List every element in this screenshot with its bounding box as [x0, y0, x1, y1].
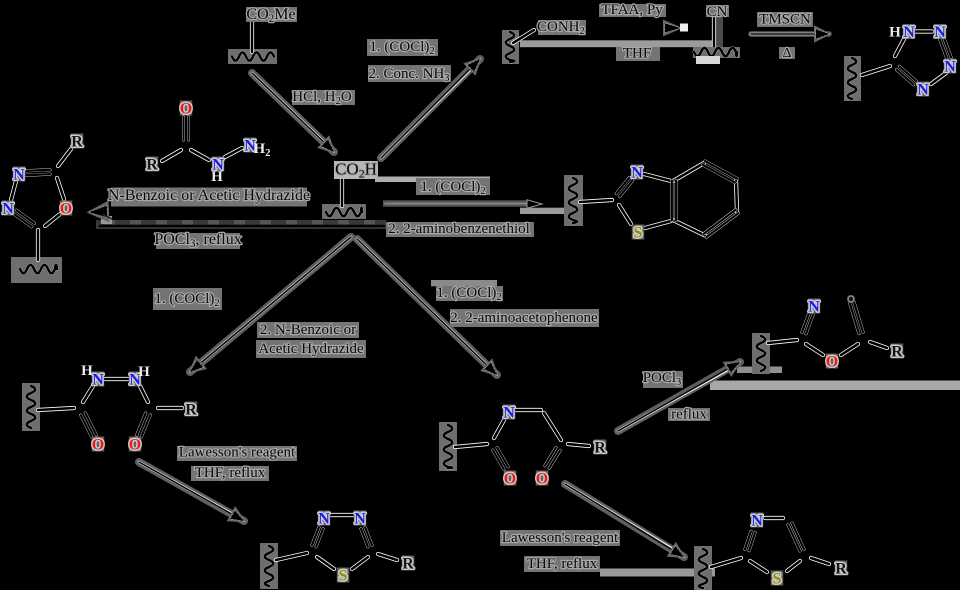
- svg-text:R: R: [891, 344, 903, 361]
- svg-text:O: O: [826, 354, 838, 371]
- svg-text:N: N: [212, 157, 224, 174]
- svg-text:2. 2-aminoacetophenone: 2. 2-aminoacetophenone: [450, 310, 598, 326]
- svg-text:H: H: [81, 363, 93, 379]
- svg-text:2. Conc. NH3: 2. Conc. NH3: [368, 66, 449, 84]
- svg-text:R: R: [835, 561, 847, 578]
- svg-text:S: S: [339, 568, 348, 585]
- svg-text:N: N: [318, 511, 330, 528]
- svg-text:O: O: [536, 471, 548, 488]
- svg-text:HCl, H2O: HCl, H2O: [292, 89, 352, 107]
- svg-text:O: O: [92, 437, 104, 454]
- svg-text:POCl3, reflux: POCl3, reflux: [154, 231, 241, 250]
- svg-text:N: N: [751, 513, 763, 530]
- svg-text:N: N: [934, 24, 946, 41]
- svg-text:1. (COCl)2: 1. (COCl)2: [436, 285, 501, 303]
- svg-text:N: N: [244, 138, 256, 155]
- svg-text:CONH2: CONH2: [537, 19, 585, 37]
- svg-text:Lawesson's reagent: Lawesson's reagent: [502, 530, 619, 546]
- svg-text:TFAA, Py: TFAA, Py: [601, 2, 663, 18]
- svg-text:2. 2-aminobenzenethiol: 2. 2-aminobenzenethiol: [388, 221, 530, 237]
- svg-text:N: N: [917, 82, 929, 99]
- svg-text:Acetic Hydrazide: Acetic Hydrazide: [258, 341, 364, 357]
- svg-text:N: N: [354, 511, 366, 528]
- svg-text:1. (COCl)2: 1. (COCl)2: [420, 179, 485, 197]
- svg-text:S: S: [634, 225, 643, 242]
- svg-text:1. (COCl)2: 1. (COCl)2: [369, 39, 434, 57]
- svg-text:R: R: [71, 134, 83, 151]
- svg-text:N: N: [92, 372, 104, 389]
- svg-text:CO2H: CO2H: [335, 160, 377, 181]
- svg-text:N: N: [129, 372, 141, 389]
- svg-text:R: R: [146, 157, 158, 174]
- svg-text:Δ: Δ: [782, 46, 791, 61]
- svg-text:CN: CN: [707, 4, 728, 20]
- svg-text:O: O: [129, 437, 141, 454]
- svg-text:N: N: [503, 405, 515, 422]
- svg-text:N: N: [944, 59, 956, 76]
- svg-text:CO2Me: CO2Me: [246, 6, 295, 25]
- svg-text:N: N: [13, 167, 25, 184]
- svg-text:S: S: [773, 571, 782, 588]
- svg-text:Lawesson's reagent: Lawesson's reagent: [179, 445, 296, 461]
- svg-text:O: O: [180, 101, 192, 118]
- svg-text:2. N-Benzoic or: 2. N-Benzoic or: [260, 322, 356, 338]
- svg-text:THF, reflux: THF, reflux: [195, 465, 266, 481]
- svg-text:H: H: [138, 364, 150, 380]
- svg-text:R: R: [185, 402, 197, 419]
- svg-text:H: H: [889, 25, 901, 41]
- svg-text:THF, reflux: THF, reflux: [527, 556, 598, 572]
- svg-text:N: N: [808, 299, 820, 316]
- svg-text:H: H: [211, 169, 223, 185]
- svg-text:1. (COCl)2: 1. (COCl)2: [154, 291, 219, 309]
- svg-text:POCl3: POCl3: [643, 370, 682, 388]
- svg-text:N: N: [2, 201, 14, 218]
- svg-text:O: O: [60, 201, 72, 218]
- svg-text:R: R: [594, 440, 606, 457]
- svg-text:R: R: [402, 556, 414, 573]
- svg-text:N: N: [903, 24, 915, 41]
- svg-text:TMSCN: TMSCN: [759, 12, 811, 28]
- svg-text:reflux: reflux: [671, 407, 707, 423]
- svg-text:O: O: [504, 471, 516, 488]
- svg-text:N: N: [631, 165, 643, 182]
- svg-text:THF: THF: [623, 46, 651, 62]
- svg-text:N-Benzoic or Acetic Hydrazide: N-Benzoic or Acetic Hydrazide: [108, 187, 310, 204]
